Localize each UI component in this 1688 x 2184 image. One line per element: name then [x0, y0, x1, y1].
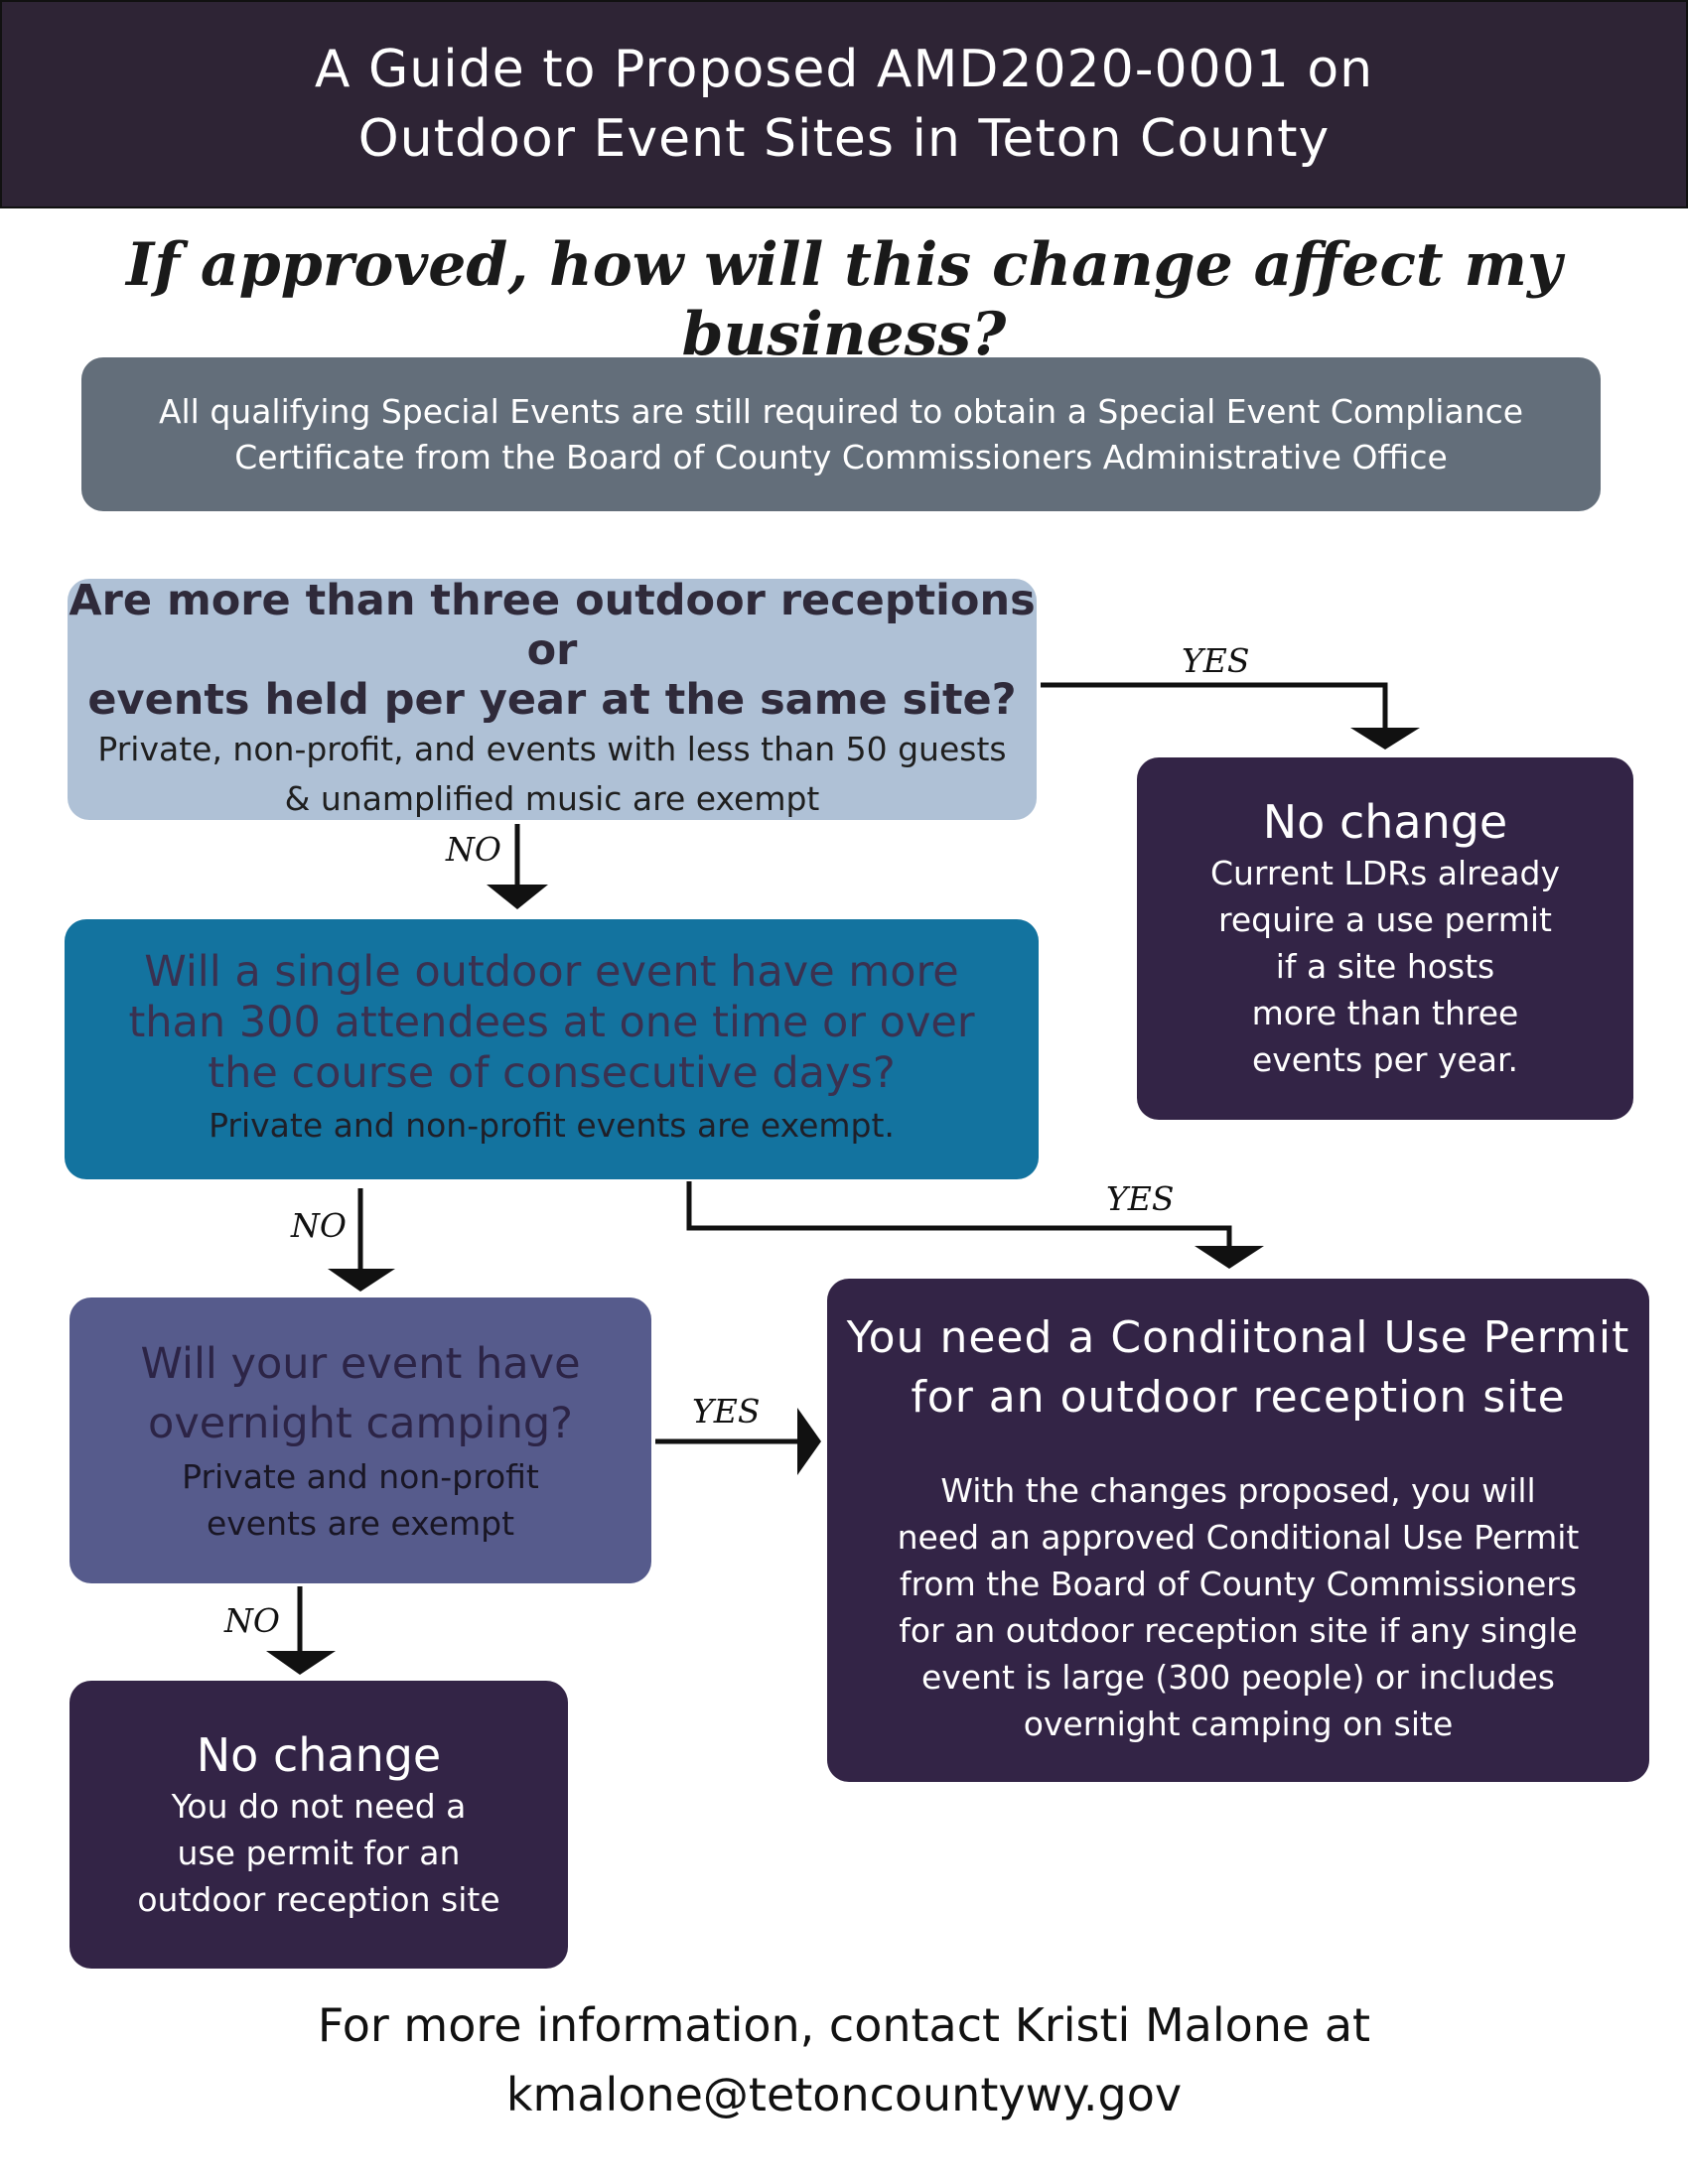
result2-line1: With the changes proposed, you will	[940, 1471, 1536, 1510]
question3-heading-line1: Will your event have	[140, 1339, 581, 1389]
result2-heading-line1: You need a Condiitonal Use Permit	[846, 1312, 1630, 1363]
question-300-attendees-box: Will a single outdoor event have more th…	[65, 919, 1039, 1179]
label-no-q2: NO	[291, 1206, 347, 1245]
result3-line1: You do not need a	[171, 1786, 467, 1826]
question2-heading-line3: the course of consecutive days?	[208, 1047, 896, 1098]
footer-line1: For more information, contact Kristi Mal…	[317, 1998, 1371, 2052]
result2-heading-line2: for an outdoor reception site	[911, 1372, 1566, 1423]
compliance-note-line1: All qualifying Special Events are still …	[158, 391, 1524, 431]
result3-line2: use permit for an	[177, 1833, 461, 1872]
label-yes-q2: YES	[1106, 1179, 1175, 1218]
result1-heading: No change	[1262, 795, 1508, 849]
question1-heading-line2: events held per year at the same site?	[87, 674, 1017, 725]
page-subtitle: If approved, how will this change affect…	[126, 230, 1562, 369]
question2-heading-line1: Will a single outdoor event have more	[144, 946, 959, 997]
arrow-q1-yes-head	[1350, 728, 1420, 750]
compliance-note: All qualifying Special Events are still …	[81, 357, 1601, 511]
label-no-q3: NO	[224, 1601, 280, 1640]
question2-heading-line2: than 300 attendees at one time or over	[128, 997, 975, 1047]
result1-line1: Current LDRs already	[1209, 854, 1561, 892]
arrow-q3-no-head	[266, 1651, 336, 1675]
question3-sub-line1: Private and non-profit	[182, 1457, 539, 1496]
result2-line3: from the Board of County Commissioners	[899, 1565, 1578, 1603]
result1-line5: events per year.	[1251, 1040, 1519, 1079]
page-header: A Guide to Proposed AMD2020-0001 on Outd…	[0, 0, 1688, 208]
question3-sub-line2: events are exempt	[206, 1504, 515, 1543]
compliance-note-line2: Certificate from the Board of County Com…	[234, 437, 1448, 477]
arrow-q2-yes-head	[1195, 1246, 1264, 1269]
label-no-q1: NO	[446, 830, 501, 869]
question-overnight-camping-box: Will your event have overnight camping? …	[70, 1297, 651, 1583]
result-no-change-no-permit-box: No change You do not need a use permit f…	[70, 1681, 568, 1969]
result2-body: With the changes proposed, you will need…	[898, 1467, 1580, 1747]
label-yes-q3: YES	[692, 1392, 761, 1431]
result1-line3: if a site hosts	[1275, 947, 1495, 986]
result1-line4: more than three	[1251, 994, 1519, 1032]
header-title-line1: A Guide to Proposed AMD2020-0001 on	[314, 40, 1374, 99]
page-footer: For more information, contact Kristi Mal…	[0, 1990, 1688, 2129]
result2-line5: event is large (300 people) or includes	[920, 1658, 1555, 1697]
header-title-line2: Outdoor Event Sites in Teton County	[357, 109, 1331, 169]
arrow-q1-yes-line	[1041, 682, 1388, 730]
question1-sub-line2: & unamplified music are exempt	[284, 778, 820, 818]
question3-heading-line2: overnight camping?	[148, 1399, 573, 1448]
arrow-q2-yes-line	[686, 1181, 1232, 1248]
question-three-events-box: Are more than three outdoor receptions o…	[68, 575, 1037, 820]
result3-line3: outdoor reception site	[137, 1879, 500, 1919]
result2-line2: need an approved Conditional Use Permit	[897, 1518, 1580, 1557]
result1-line2: require a use permit	[1218, 900, 1552, 939]
result-conditional-use-permit-box: You need a Condiitonal Use Permit for an…	[827, 1279, 1649, 1782]
question2-sub-line1: Private and non-profit events are exempt…	[209, 1105, 895, 1145]
result2-line6: overnight camping on site	[1023, 1705, 1454, 1743]
arrow-q2-no-head	[328, 1269, 395, 1292]
result2-line4: for an outdoor reception site if any sin…	[899, 1611, 1578, 1650]
arrow-q1-no-head	[487, 885, 548, 909]
arrow-q3-yes-head	[797, 1408, 821, 1475]
question1-sub-line1: Private, non-profit, and events with les…	[97, 729, 1007, 768]
result-no-change-existing-box: No change Current LDRs already require a…	[1137, 757, 1633, 1120]
label-yes-q1: YES	[1182, 641, 1250, 680]
footer-contact-email[interactable]: kmalone@tetoncountywy.gov	[505, 2068, 1183, 2121]
question1-heading-line1: Are more than three outdoor receptions o…	[69, 575, 1036, 675]
result3-heading: No change	[196, 1727, 442, 1782]
